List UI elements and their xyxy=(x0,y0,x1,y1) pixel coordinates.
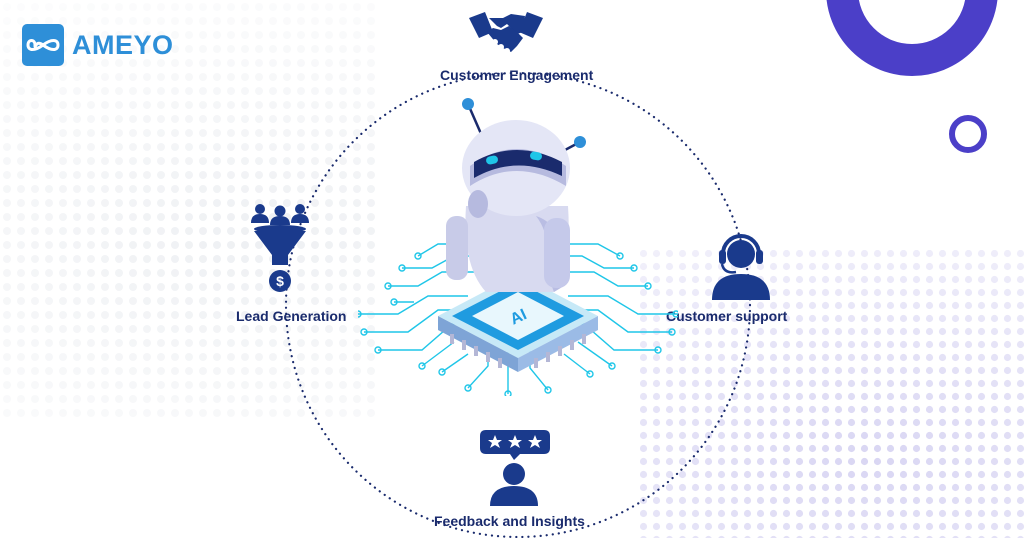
infinity-icon xyxy=(22,24,64,66)
ameyo-logo[interactable]: AMEYO xyxy=(22,24,174,66)
dotted-orbit xyxy=(284,71,752,538)
purple-ring-small xyxy=(949,115,987,153)
ai-chip-label: AI xyxy=(508,306,530,328)
svg-text:$: $ xyxy=(276,273,284,289)
brand-name: AMEYO xyxy=(72,29,174,60)
ai-robot-chip-illustration: AI xyxy=(358,98,678,396)
node-label-lead-generation: Lead Generation xyxy=(236,308,347,324)
headset-agent-icon xyxy=(712,234,770,300)
purple-ring-large xyxy=(826,0,998,76)
rating-feedback-icon xyxy=(480,430,550,506)
node-label-feedback-insights: Feedback and Insights xyxy=(434,513,585,529)
ai-chip: AI xyxy=(438,274,598,372)
robot xyxy=(446,98,586,292)
node-label-customer-support: Customer support xyxy=(666,308,788,324)
node-label-customer-engagement: Customer Engagement xyxy=(440,67,594,83)
handshake-icon xyxy=(469,12,543,54)
sales-funnel-icon: $ xyxy=(251,204,309,292)
